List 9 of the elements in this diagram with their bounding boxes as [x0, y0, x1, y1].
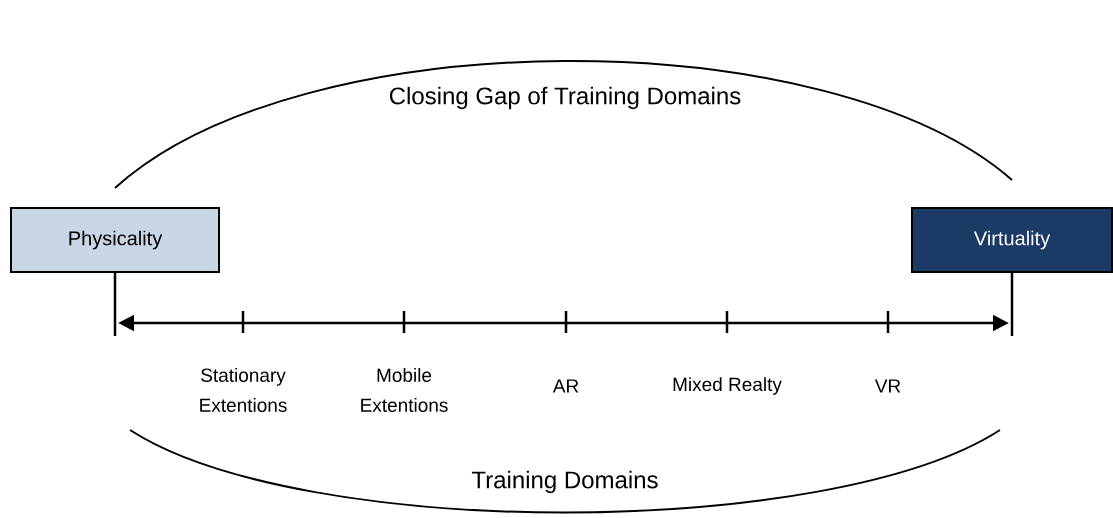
- arc-label: Closing Gap of Training Domains: [389, 86, 741, 110]
- tick-label: Mixed Realty: [673, 377, 782, 395]
- tick-label: AR: [552, 379, 579, 393]
- tick-label: Mobile Extentions: [361, 368, 448, 412]
- label-box: Physicality: [10, 207, 220, 273]
- tick-label: VR: [874, 379, 901, 393]
- arc-label: Training Domains: [471, 470, 658, 494]
- tick-label: Stationary Extentions: [200, 368, 287, 412]
- label-box: Virtuality: [911, 207, 1113, 273]
